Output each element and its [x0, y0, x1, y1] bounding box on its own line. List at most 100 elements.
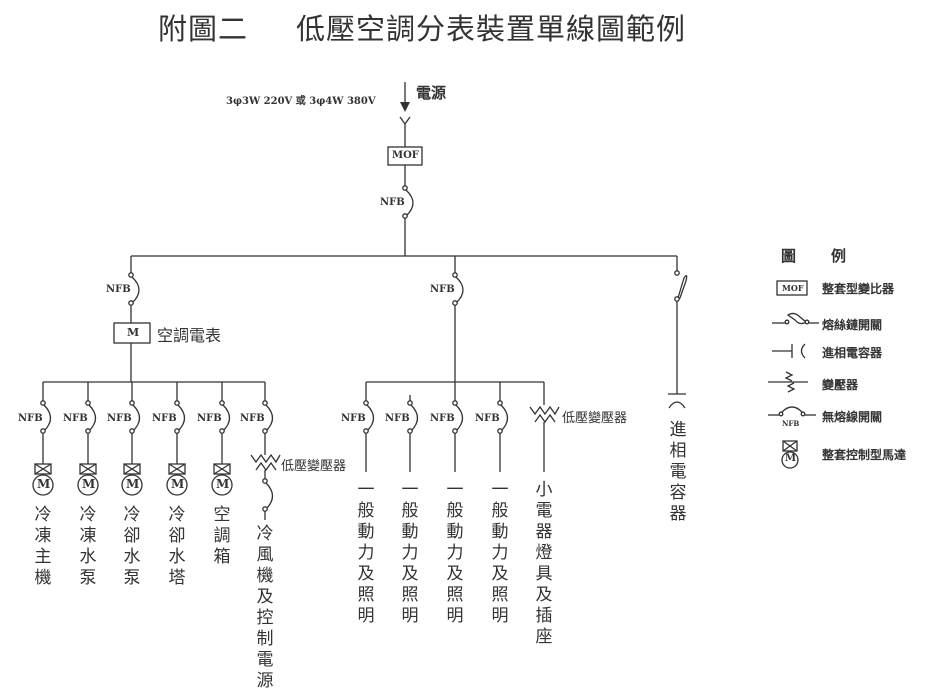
nfb-contact	[497, 400, 503, 406]
nfb-arc	[43, 404, 52, 432]
controlled-motor-icon	[32, 463, 54, 496]
nfb-arc	[500, 404, 509, 432]
legend-title-left: 圖	[781, 247, 797, 265]
general-nfb-label: NFB	[430, 284, 455, 295]
load-name: 冷凍水泵	[79, 505, 97, 588]
transformer-winding	[255, 461, 277, 472]
nfb-arc	[132, 404, 141, 432]
transformer-winding	[250, 453, 281, 464]
nfb-arc	[222, 404, 231, 432]
nfb-symbol	[497, 400, 509, 434]
nfb-contact	[129, 400, 135, 406]
legend-label-transformer: 變壓器	[822, 378, 859, 392]
ac-nfb-label: NFB	[106, 284, 131, 295]
legend-label-controlled-motor: 整套控制型馬達	[822, 448, 907, 462]
power-source-label: 電源	[416, 84, 447, 102]
controlled-motor-icon	[211, 463, 233, 496]
nfb-arc	[410, 404, 419, 432]
nfb-contact	[85, 428, 91, 434]
nfb-contact	[174, 400, 180, 406]
load-nfb-label: NFB	[475, 413, 500, 424]
capacitor-name: 進相電容器	[669, 420, 687, 524]
load-name: 冷風機及控制電源	[256, 524, 274, 691]
power-source-arrow	[399, 82, 411, 147]
transformer-winding	[534, 413, 556, 424]
motor-label: M	[82, 477, 96, 491]
ac-meter-label: M	[127, 326, 140, 339]
transformer-symbol	[250, 453, 281, 472]
nfb-contact	[497, 428, 503, 434]
load-name: 一般動力及照明	[357, 480, 375, 626]
legend-mof-symbol	[776, 280, 808, 296]
switch-contact	[262, 506, 268, 512]
nfb-contact	[452, 428, 458, 434]
nfb-contact	[174, 428, 180, 434]
starter-cross	[34, 463, 52, 475]
nfb-arc	[88, 404, 97, 432]
load-nfb-label: NFB	[107, 413, 132, 424]
fuse-link-switch-symbol	[674, 270, 688, 302]
load-name: 一般動力及照明	[491, 480, 509, 626]
nfb-contact	[363, 428, 369, 434]
nfb-symbol	[85, 400, 97, 434]
capacitor-curve	[668, 401, 686, 409]
load-name: 冷卻水塔	[168, 505, 186, 588]
nfb-arc	[265, 404, 274, 432]
transformer-symbol	[529, 405, 560, 424]
load-name: 一般動力及照明	[401, 480, 419, 626]
nfb-contact	[40, 400, 46, 406]
transformer-label: 低壓變壓器	[281, 459, 347, 474]
main-nfb-label: NFB	[380, 197, 405, 208]
load-nfb-label: NFB	[240, 413, 265, 424]
legend-label-mof: 整套型變比器	[822, 282, 895, 296]
load-name: 冷卻水泵	[123, 505, 141, 588]
legend-controlled-motor-symbol	[781, 440, 799, 469]
nfb-contact	[363, 400, 369, 406]
load-nfb-label: NFB	[152, 413, 177, 424]
nfb-contact	[407, 400, 413, 406]
legend-fuse-link-switch-symbol	[772, 312, 819, 325]
controlled-motor-icon	[166, 463, 188, 496]
transformer-winding	[529, 405, 560, 416]
legend-nfb-symbol	[768, 406, 816, 417]
nfb-contact	[452, 400, 458, 406]
ac-meter-name: 空調電表	[157, 326, 222, 345]
load-nfb-label: NFB	[385, 413, 410, 424]
nfb-contact	[262, 428, 268, 434]
nfb-contact	[129, 428, 135, 434]
load-nfb-label: NFB	[341, 413, 366, 424]
mof-label: MOF	[392, 150, 419, 161]
legend-label-nfb: 無熔線開關	[822, 410, 883, 424]
load-nfb-label: NFB	[430, 413, 455, 424]
load-name: 空調箱	[213, 505, 231, 567]
legend-capacitor-symbol	[772, 343, 806, 359]
legend-label-capacitor: 進相電容器	[822, 346, 883, 360]
motor-label: M	[126, 477, 140, 491]
load-nfb-label: NFB	[63, 413, 88, 424]
motor-circle	[166, 474, 188, 496]
controlled-motor-icon	[77, 463, 99, 496]
load-nfb-label: NFB	[18, 413, 43, 424]
load-name: 冷凍主機	[34, 505, 52, 588]
nfb-arc	[177, 404, 186, 432]
legend-nfb-text: NFB	[782, 419, 800, 428]
starter-cross	[79, 463, 97, 475]
switch-contact	[262, 478, 268, 484]
legend-mof-text: MOF	[782, 283, 804, 293]
starter-cross	[168, 463, 186, 475]
motor-circle	[211, 474, 233, 496]
starter-cross	[213, 463, 231, 475]
load-nfb-label: NFB	[197, 413, 222, 424]
supply-spec: 3φ3W 220V 或 3φ4W 380V	[226, 96, 376, 107]
nfb-contact	[85, 400, 91, 406]
starter-cross	[123, 463, 141, 475]
motor-circle	[32, 474, 54, 496]
motor-label: M	[37, 477, 51, 491]
nfb-contact	[40, 428, 46, 434]
legend-title-right: 例	[831, 247, 847, 265]
nfb-contact	[262, 400, 268, 406]
legend-motor-text: M	[785, 453, 797, 464]
nfb-symbol	[40, 400, 52, 434]
motor-circle	[77, 474, 99, 496]
